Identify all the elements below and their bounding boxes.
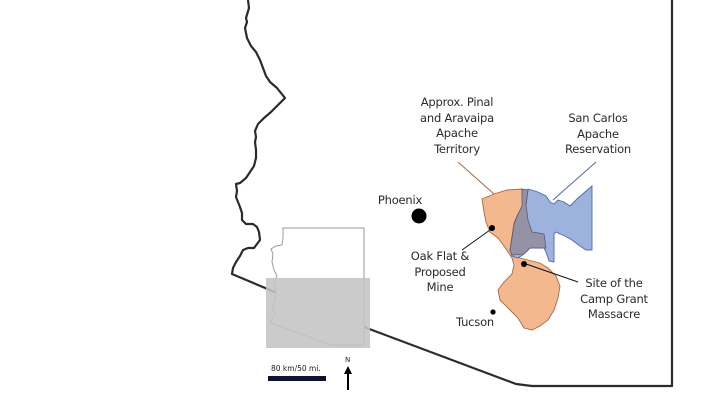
inset-highlight-region	[266, 278, 370, 348]
overlap-area	[509, 188, 547, 256]
north-arrow-icon	[344, 366, 352, 390]
oak-flat-label-line: Oak Flat &	[410, 249, 470, 263]
scale-bar	[268, 376, 326, 381]
reservation-leader-line	[552, 161, 597, 201]
oak-flat-leader-line	[461, 229, 491, 251]
oak-flat-label: Oak Flat & Proposed Mine	[404, 249, 476, 296]
territory-label: Approx. Pinal and Aravaipa Apache Territ…	[404, 95, 510, 157]
camp-grant-label: Site of the Camp Grant Massacre	[576, 276, 652, 323]
territory-leader-line	[457, 161, 495, 195]
camp-grant-dot[interactable]	[521, 261, 527, 267]
reservation-label-line: Reservation	[564, 142, 632, 156]
north-label: N	[345, 356, 351, 364]
reservation-label-line: Apache	[577, 126, 619, 141]
territory-label-line: Approx. Pinal	[420, 95, 494, 109]
tucson-dot[interactable]	[490, 309, 496, 315]
camp-grant-leader-line	[525, 263, 579, 283]
phoenix-dot[interactable]	[411, 208, 427, 224]
scale-bar-label: 80 km/50 mi.	[271, 364, 321, 373]
inset-locator-map	[266, 227, 370, 348]
state-border	[230, 0, 674, 388]
oak-flat-dot[interactable]	[489, 225, 495, 231]
reservation-label: San Carlos Apache Reservation	[556, 111, 640, 158]
reservation-label-line: San Carlos	[568, 111, 628, 125]
camp-grant-label-line: Site of the	[585, 276, 643, 290]
territory-label-line: and Aravaipa	[420, 110, 494, 125]
territory-label-line: Apache	[436, 126, 478, 140]
tucson-label: Tucson	[455, 315, 494, 329]
oak-flat-label-line: Mine	[426, 280, 454, 294]
phoenix-label: Phoenix	[377, 193, 423, 207]
camp-grant-label-line: Massacre	[587, 307, 641, 321]
camp-grant-label-line: Camp Grant	[580, 291, 648, 306]
oak-flat-label-line: Proposed	[414, 264, 466, 279]
territory-label-line: Territory	[434, 141, 480, 156]
